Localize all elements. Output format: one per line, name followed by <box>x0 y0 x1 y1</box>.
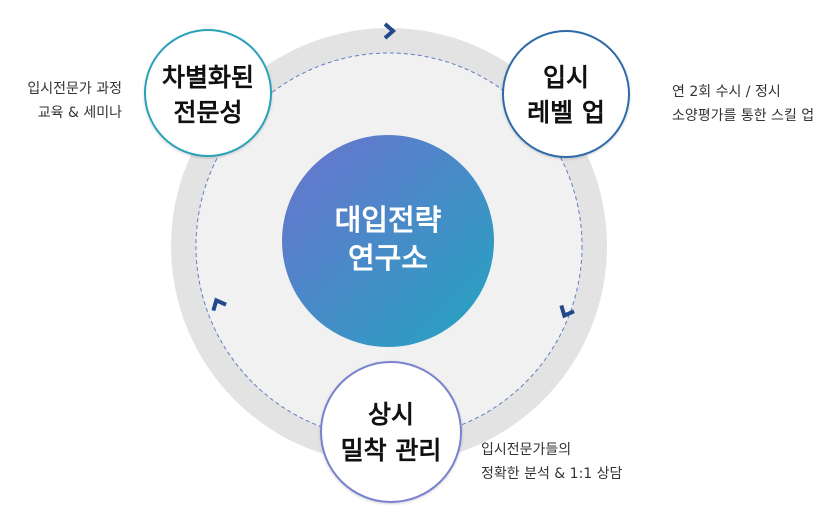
desc-management-line2: 정확한 분석 & 1:1 상담 <box>481 466 623 482</box>
node-management-line1: 상시 <box>368 400 414 429</box>
node-expertise <box>144 29 272 157</box>
desc-level-up-line2: 소양평가를 통한 스킬 업 <box>672 108 815 124</box>
node-expertise-line2: 전문성 <box>173 98 242 127</box>
node-level-up-line1: 입시 <box>543 63 589 92</box>
center-title-line2: 연구소 <box>348 241 428 275</box>
node-management <box>320 361 462 503</box>
chevron-right-icon <box>383 22 397 40</box>
desc-expertise-line2: 교육 & 세미나 <box>37 105 122 121</box>
desc-management-line1: 입시전문가들의 <box>481 442 572 458</box>
node-level-up-line2: 레벨 업 <box>527 98 605 127</box>
desc-level-up: 연 2회 수시 / 정시 소양평가를 통한 스킬 업 <box>672 80 814 128</box>
desc-expertise: 입시전문가 과정 교육 & 세미나 <box>27 77 122 125</box>
node-expertise-line1: 차별화된 <box>162 63 254 92</box>
desc-management: 입시전문가들의 정확한 분석 & 1:1 상담 <box>481 438 622 486</box>
chevron-up-icon <box>211 297 227 312</box>
center-circle <box>282 135 494 347</box>
center-title-line1: 대입전략 <box>335 203 442 237</box>
desc-level-up-line1: 연 2회 수시 / 정시 <box>672 84 781 100</box>
desc-expertise-line1: 입시전문가 과정 <box>27 81 122 97</box>
node-management-line2: 밀착 관리 <box>341 436 442 465</box>
chevron-down-icon <box>559 304 575 319</box>
node-level-up <box>502 30 630 158</box>
